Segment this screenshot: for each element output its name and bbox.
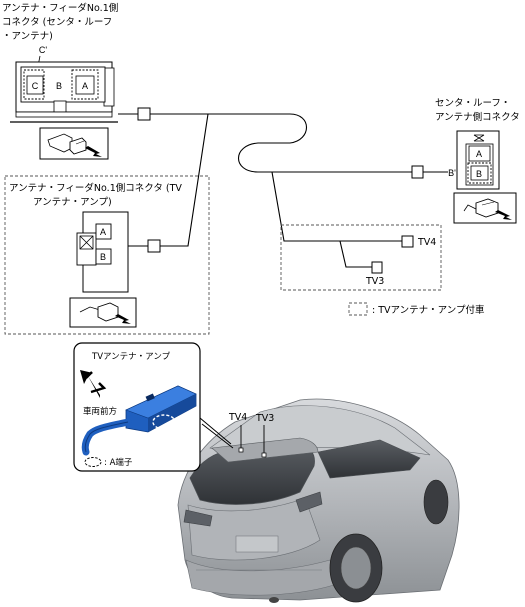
- connector-plug-icon: [39, 127, 109, 160]
- svg-text:コネクタ (センタ・ルーフ: コネクタ (センタ・ルーフ: [2, 17, 112, 28]
- svg-text:A: A: [100, 227, 106, 237]
- svg-text:アンテナ・アンプ): アンテナ・アンプ): [33, 197, 112, 208]
- pin-a: A: [82, 81, 88, 91]
- tv-terminal-option-box: [280, 224, 442, 291]
- vehicle-illustration: [177, 398, 460, 603]
- car-tv4-label: TV4: [228, 412, 247, 423]
- svg-text:・アンテナ): ・アンテナ): [2, 31, 53, 42]
- vehicle-front-label: 車両前方: [83, 406, 117, 417]
- a-terminal-label: : A端子: [104, 457, 133, 468]
- connector-plug-icon-right: [453, 192, 517, 224]
- legend-label: : TVアンテナ・アンプ付車: [372, 304, 485, 316]
- feeder-no1-tv-amp-label: アンテナ・フィーダNo.1側コネクタ (TV アンテナ・アンプ): [9, 182, 182, 208]
- front-arrow-icon: [80, 370, 100, 398]
- legend-dashed-box: [348, 302, 368, 316]
- pin-b-prime-label: B': [448, 168, 456, 178]
- wire-harness: [118, 107, 448, 274]
- pin-c: C: [32, 81, 39, 91]
- svg-text:アンテナ側コネクタ: アンテナ側コネクタ: [435, 111, 520, 123]
- svg-text:アンテナ・フィーダNo.1側: アンテナ・フィーダNo.1側: [2, 2, 118, 14]
- svg-text:B: B: [100, 252, 106, 262]
- pin-c-prime-label: C': [39, 45, 47, 55]
- connector-center-roof: C B A: [10, 61, 118, 123]
- svg-text:アンテナ・フィーダNo.1側コネクタ (TV: アンテナ・フィーダNo.1側コネクタ (TV: [9, 182, 182, 194]
- svg-text:B: B: [476, 169, 482, 179]
- amplifier-detail-callout: TVアンテナ・アンプ 車両前方 : A端子: [73, 342, 234, 472]
- center-roof-antenna-label: センタ・ルーフ・ アンテナ側コネクタ: [435, 98, 520, 123]
- connector-tv-amp: A B: [76, 211, 129, 293]
- connector-center-roof-antenna-side: A B: [456, 130, 500, 190]
- connector-plug-icon-tv: [69, 297, 137, 328]
- terminal-tv3-label: TV3: [365, 276, 384, 287]
- tv-amp-option-box: [4, 175, 210, 335]
- terminal-tv4-label: TV4: [417, 237, 436, 248]
- pin-b: B: [56, 81, 62, 91]
- svg-text:TVアンテナ・アンプ: TVアンテナ・アンプ: [91, 352, 171, 362]
- feeder-no1-center-roof-label: アンテナ・フィーダNo.1側 コネクタ (センタ・ルーフ ・アンテナ): [2, 2, 118, 42]
- car-tv3-label: TV3: [255, 413, 274, 424]
- svg-text:センタ・ルーフ・: センタ・ルーフ・: [435, 98, 510, 109]
- svg-text:A: A: [476, 149, 482, 159]
